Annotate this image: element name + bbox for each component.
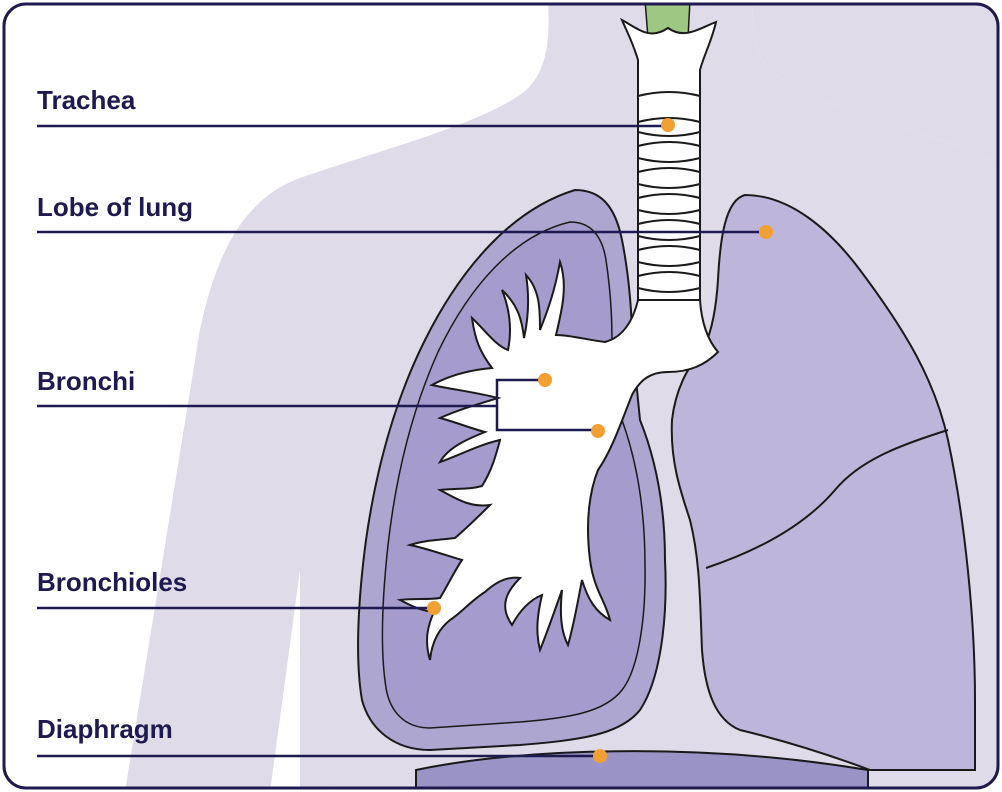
label-lobe-of-lung: Lobe of lung xyxy=(37,192,193,222)
bronchioles-marker xyxy=(427,601,441,615)
label-trachea: Trachea xyxy=(37,85,136,115)
bronchi-marker-upper xyxy=(538,373,552,387)
trachea-marker xyxy=(661,118,675,132)
label-bronchioles: Bronchioles xyxy=(37,567,187,597)
label-bronchi: Bronchi xyxy=(37,366,135,396)
label-diaphragm: Diaphragm xyxy=(37,714,173,744)
diaphragm-marker xyxy=(593,749,607,763)
bronchi-marker-lower xyxy=(591,424,605,438)
lobe-marker xyxy=(759,225,773,239)
